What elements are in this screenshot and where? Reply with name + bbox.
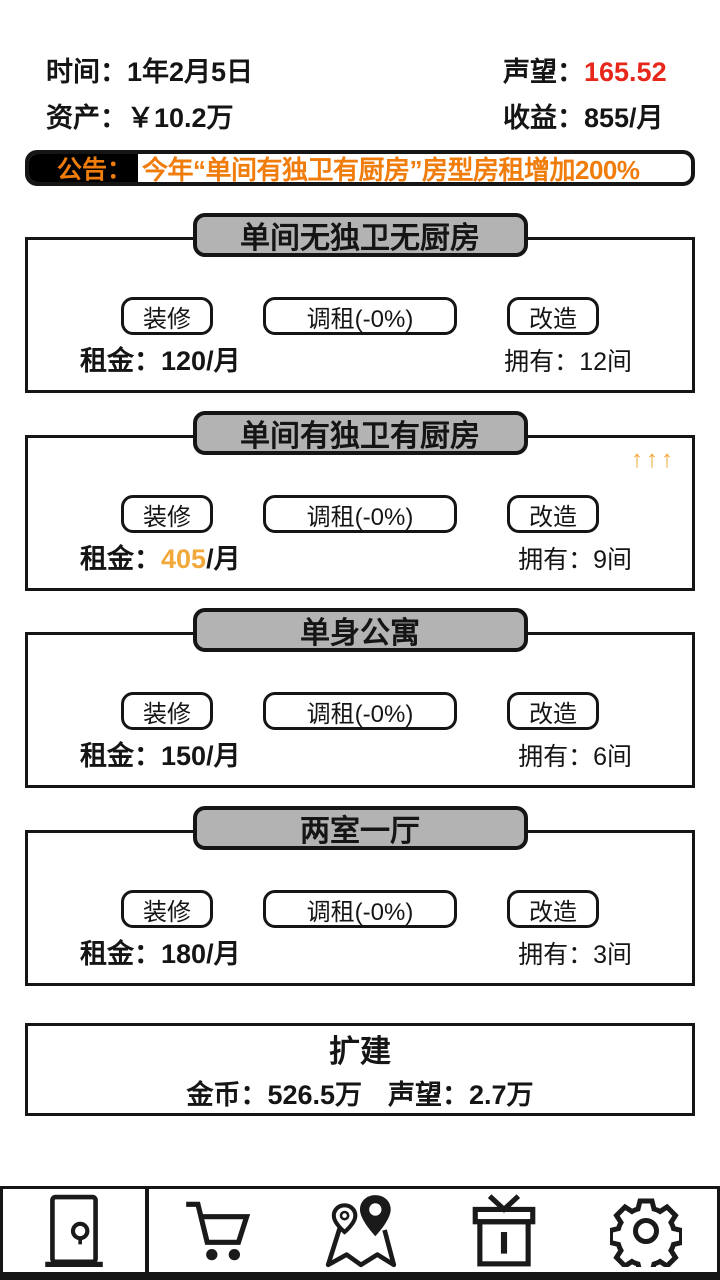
rent-info: 租金：405/月: [80, 544, 241, 574]
time-value: 1年2月5日: [127, 57, 254, 87]
room-card-panel: ↑↑↑ 装修 调租(-0%) 改造 租金：405/月 拥有：9间: [25, 435, 695, 591]
owned-value: 3间: [593, 941, 632, 969]
assets-stat: 资产：￥10.2万: [46, 96, 234, 135]
nav-tab-rewards[interactable]: [433, 1189, 575, 1272]
assets-label: 资产：: [46, 103, 127, 133]
owned-info: 拥有：9间: [518, 546, 632, 574]
renovate-button[interactable]: 装修: [121, 890, 213, 928]
adjust-rent-button[interactable]: 调租(-0%): [263, 692, 457, 730]
room-actions: 装修 调租(-0%) 改造: [28, 890, 692, 928]
owned-value: 9间: [593, 546, 632, 574]
adjust-rent-button[interactable]: 调租(-0%): [263, 890, 457, 928]
cart-icon: [180, 1195, 260, 1267]
renovate-button[interactable]: 装修: [121, 297, 213, 335]
expand-gold-cost: 金币：526.5万: [186, 1080, 363, 1111]
bottom-nav: [0, 1186, 720, 1280]
adjust-rent-button[interactable]: 调租(-0%): [263, 495, 457, 533]
room-type-title[interactable]: 两室一厅: [192, 806, 528, 850]
nav-tab-map[interactable]: [291, 1189, 433, 1272]
gear-icon: [610, 1195, 682, 1267]
room-card-panel: 装修 调租(-0%) 改造 租金：120/月 拥有：12间: [25, 237, 695, 393]
room-type-title[interactable]: 单间有独卫有厨房: [192, 411, 528, 455]
room-card: 装修 调租(-0%) 改造 租金：150/月 拥有：6间 单身公寓: [25, 608, 695, 788]
income-label: 收益：: [503, 103, 584, 133]
room-type-title[interactable]: 单身公寓: [192, 608, 528, 652]
gift-icon: [468, 1193, 540, 1269]
announcement-label: 公告：: [29, 154, 139, 182]
rent-value: 405: [161, 544, 207, 574]
rent-value: 180: [161, 939, 207, 969]
room-card-panel: 装修 调租(-0%) 改造 租金：150/月 拥有：6间: [25, 632, 695, 788]
adjust-rent-button[interactable]: 调租(-0%): [263, 297, 457, 335]
room-actions: 装修 调租(-0%) 改造: [28, 495, 692, 533]
renovate-button[interactable]: 装修: [121, 495, 213, 533]
nav-tab-rooms[interactable]: [3, 1189, 149, 1272]
owned-info: 拥有：6间: [518, 743, 632, 771]
remodel-button[interactable]: 改造: [507, 890, 599, 928]
nav-tab-settings[interactable]: [575, 1189, 717, 1272]
time-stat: 时间：1年2月5日: [46, 50, 253, 89]
income-value: 855/月: [584, 103, 664, 133]
room-card-panel: 装修 调租(-0%) 改造 租金：180/月 拥有：3间: [25, 830, 695, 986]
assets-value: ￥10.2万: [127, 103, 234, 133]
rent-info: 租金：150/月: [80, 741, 241, 771]
rent-value: 150: [161, 741, 207, 771]
reputation-stat: 声望：165.52: [503, 50, 667, 89]
room-card: 装修 调租(-0%) 改造 租金：120/月 拥有：12间 单间无独卫无厨房: [25, 213, 695, 393]
owned-value: 6间: [593, 743, 632, 771]
owned-info: 拥有：3间: [518, 941, 632, 969]
income-stat: 收益：855/月: [503, 96, 664, 135]
expand-button[interactable]: 扩建 金币：526.5万 声望：2.7万: [25, 1023, 695, 1116]
reputation-value: 165.52: [584, 57, 667, 87]
rent-info: 租金：180/月: [80, 939, 241, 969]
rent-trend-arrows: ↑↑↑: [631, 446, 676, 473]
rent-info: 租金：120/月: [80, 346, 241, 376]
rent-value: 120: [161, 346, 207, 376]
room-actions: 装修 调租(-0%) 改造: [28, 692, 692, 730]
renovate-button[interactable]: 装修: [121, 692, 213, 730]
time-label: 时间：: [46, 57, 127, 87]
remodel-button[interactable]: 改造: [507, 495, 599, 533]
remodel-button[interactable]: 改造: [507, 297, 599, 335]
map-pin-icon: [322, 1193, 402, 1269]
announcement-text: 今年“单间有独卫有厨房”房型房租增加200%: [142, 154, 640, 185]
room-actions: 装修 调租(-0%) 改造: [28, 297, 692, 335]
expand-cost: 金币：526.5万 声望：2.7万: [28, 1073, 692, 1112]
nav-tab-shop[interactable]: [149, 1189, 291, 1272]
room-card: 装修 调租(-0%) 改造 租金：180/月 拥有：3间 两室一厅: [25, 806, 695, 986]
expand-reputation-cost: 声望：2.7万: [388, 1080, 534, 1111]
remodel-button[interactable]: 改造: [507, 692, 599, 730]
announcement-banner: 公告： 今年“单间有独卫有厨房”房型房租增加200%: [25, 150, 695, 186]
room-type-title[interactable]: 单间无独卫无厨房: [192, 213, 528, 257]
expand-title: 扩建: [329, 1034, 391, 1069]
room-card: ↑↑↑ 装修 调租(-0%) 改造 租金：405/月 拥有：9间 单间有独卫有厨…: [25, 411, 695, 591]
reputation-label: 声望：: [503, 57, 584, 87]
door-icon: [45, 1193, 103, 1269]
owned-info: 拥有：12间: [504, 348, 632, 376]
owned-value: 12间: [579, 348, 632, 376]
